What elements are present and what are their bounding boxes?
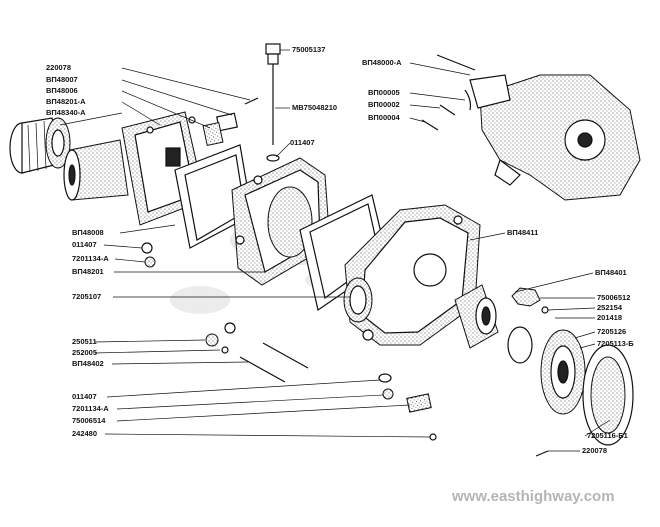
o-ring-part bbox=[507, 326, 533, 364]
second-gasket-part bbox=[299, 194, 389, 311]
label-vp48340-a: ВП48340-А bbox=[46, 108, 86, 117]
label-75006512: 75006512 bbox=[597, 293, 630, 302]
label-220078-top: 220078 bbox=[46, 63, 71, 72]
gasket-ring-part bbox=[174, 144, 253, 249]
label-011407-bottom: 011407 bbox=[72, 392, 97, 401]
label-252005: 252005 bbox=[72, 348, 97, 357]
spider-nut-part bbox=[511, 287, 549, 314]
label-vp00005: ВП00005 bbox=[368, 88, 400, 97]
label-7201134-a-bottom: 7201134-А bbox=[72, 404, 109, 413]
label-7205126: 7205126 bbox=[597, 327, 626, 336]
label-vp00002: ВП00002 bbox=[368, 100, 400, 109]
label-vp48402: ВП48402 bbox=[72, 359, 104, 368]
label-vp48008: ВП48008 bbox=[72, 228, 104, 237]
studs-and-nuts-part bbox=[141, 242, 549, 457]
label-7205116-b1: 7205116-Б1 bbox=[587, 431, 628, 440]
label-vp48000-a: ВП48000-А bbox=[362, 58, 402, 67]
label-250511: 250511 bbox=[72, 337, 97, 346]
gasket-plates-part bbox=[202, 97, 259, 147]
label-vp48411: ВП48411 bbox=[507, 228, 538, 237]
label-75006514: 75006514 bbox=[72, 416, 106, 425]
watermark-url: www.easthighway.com bbox=[451, 488, 615, 505]
bearing-sleeve-part bbox=[9, 117, 71, 174]
label-220078-bottom: 220078 bbox=[582, 446, 607, 455]
label-252154: 252154 bbox=[597, 303, 623, 312]
label-vp48401: ВП48401 bbox=[595, 268, 627, 277]
label-7205113-b: 7205113-Б bbox=[597, 339, 634, 348]
seal-flange-part bbox=[540, 329, 586, 415]
label-vp48201: ВП48201 bbox=[72, 267, 104, 276]
outlet-tube-part bbox=[454, 284, 499, 349]
leader-lines bbox=[59, 49, 611, 452]
label-vp00004: ВП00004 bbox=[368, 113, 400, 122]
label-vp48006: ВП48006 bbox=[46, 86, 78, 95]
label-011407-top: 011407 bbox=[290, 138, 315, 147]
outer-cover-plate-part bbox=[582, 344, 634, 446]
label-mb75048210: МВ75048210 bbox=[292, 103, 337, 112]
label-vp48007: ВП48007 bbox=[46, 75, 78, 84]
pump-assembly-part bbox=[421, 54, 641, 201]
label-75005137: 75005137 bbox=[292, 45, 325, 54]
label-242480: 242480 bbox=[72, 429, 97, 438]
label-vp48201-a: ВП48201-А bbox=[46, 97, 86, 106]
dipstick-part bbox=[265, 43, 281, 162]
label-7205107: 7205107 bbox=[72, 292, 101, 301]
label-011407-mid: 011407 bbox=[72, 240, 97, 249]
label-7201134-a-mid: 7201134-А bbox=[72, 254, 109, 263]
label-201418: 201418 bbox=[597, 313, 622, 322]
